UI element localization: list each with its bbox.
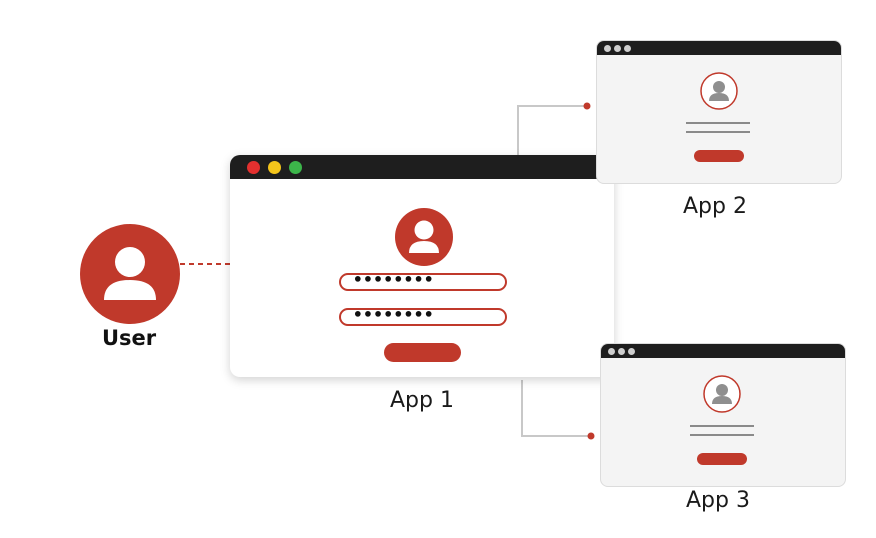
window-dot-icon — [618, 347, 625, 355]
app2-login-button[interactable] — [694, 150, 744, 162]
app3-titlebar — [601, 344, 845, 358]
close-dot-icon[interactable] — [247, 161, 260, 174]
app1-titlebar — [230, 155, 614, 179]
app3-label: App 3 — [686, 488, 750, 513]
window-dot-icon — [624, 44, 631, 52]
app2-connector-dot — [583, 102, 591, 110]
app1-label: App 1 — [390, 388, 454, 413]
window-dot-icon — [608, 347, 615, 355]
app1-password-field-1[interactable]: •••••••• — [339, 270, 507, 291]
app2-window — [596, 40, 842, 184]
app2-avatar-icon — [700, 72, 738, 110]
app2-text-line-2 — [686, 131, 750, 133]
app3-text-line-1 — [690, 425, 754, 427]
app1-password-field-2[interactable]: •••••••• — [339, 305, 507, 326]
app3-login-button[interactable] — [697, 453, 747, 465]
window-dot-icon — [628, 347, 635, 355]
app3-avatar-icon — [703, 375, 741, 413]
app1-window: •••••••• •••••••• — [230, 155, 614, 377]
user-label: User — [102, 326, 157, 350]
app3-connector-dot — [587, 432, 595, 440]
app1-to-app2-connector — [517, 105, 584, 158]
app3-text-line-2 — [690, 434, 754, 436]
app2-label: App 2 — [683, 194, 747, 219]
minimize-dot-icon[interactable] — [268, 161, 281, 174]
user-avatar — [80, 224, 180, 324]
app1-avatar-icon — [395, 208, 453, 266]
maximize-dot-icon[interactable] — [289, 161, 302, 174]
window-dot-icon — [604, 44, 611, 52]
window-dot-icon — [614, 44, 621, 52]
app1-to-app3-connector — [521, 380, 588, 437]
app1-login-button[interactable] — [384, 343, 461, 362]
app2-text-line-1 — [686, 122, 750, 124]
user-avatar-icon — [80, 224, 180, 324]
app2-titlebar — [597, 41, 841, 55]
app3-window — [600, 343, 846, 487]
